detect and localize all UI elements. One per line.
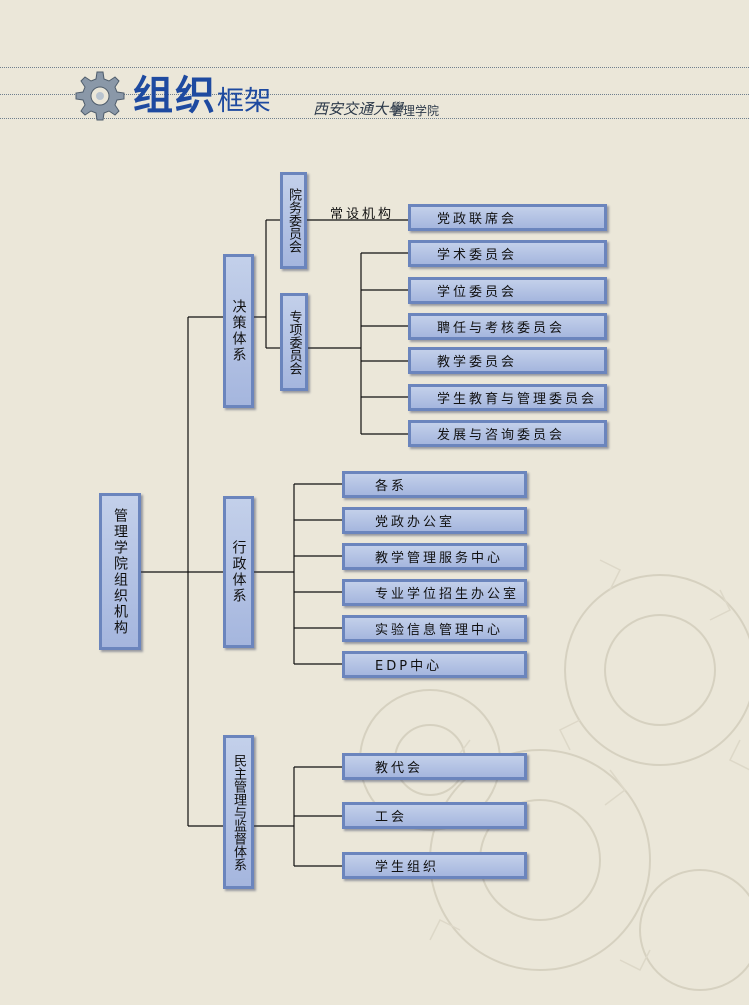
node-teaching-committee: 教学委员会 bbox=[408, 347, 607, 374]
node-decision-system: 决策体系 bbox=[223, 254, 254, 408]
header-rule-top bbox=[0, 67, 749, 68]
header-rule-bottom bbox=[0, 118, 749, 119]
node-edp-center: EDP中心 bbox=[342, 651, 527, 678]
node-party-admin-office: 党政办公室 bbox=[342, 507, 527, 534]
university-logotype: 西安交通大學 bbox=[313, 100, 404, 118]
node-degree-committee: 学位委员会 bbox=[408, 277, 607, 304]
node-staff-congress: 教代会 bbox=[342, 753, 527, 780]
page-subtitle: 框架 bbox=[217, 86, 271, 117]
node-academic-committee: 学术委员会 bbox=[408, 240, 607, 267]
node-admin-system: 行政体系 bbox=[223, 496, 254, 648]
page-title: 组织 bbox=[133, 73, 217, 119]
node-democratic-system: 民主管理与监督体系 bbox=[223, 735, 254, 889]
node-student-education-committee: 学生教育与管理委员会 bbox=[408, 384, 607, 411]
school-name: 管理学院 bbox=[391, 104, 440, 118]
standing-connector-label: 常设机构 bbox=[330, 207, 395, 222]
node-departments: 各系 bbox=[342, 471, 527, 498]
node-standing-committee: 院务委员会 bbox=[280, 172, 307, 269]
node-professional-degree-office: 专业学位招生办公室 bbox=[342, 579, 527, 606]
node-labor-union: 工会 bbox=[342, 802, 527, 829]
node-student-organizations: 学生组织 bbox=[342, 852, 527, 879]
node-special-committee: 专项委员会 bbox=[280, 293, 308, 391]
node-development-consulting-committee: 发展与咨询委员会 bbox=[408, 420, 607, 447]
node-root: 管理学院组织机构 bbox=[99, 493, 141, 650]
gear-icon bbox=[75, 71, 125, 121]
header-rule-middle bbox=[0, 94, 749, 95]
node-appointment-committee: 聘任与考核委员会 bbox=[408, 313, 607, 340]
node-party-joint-meeting: 党政联席会 bbox=[408, 204, 607, 231]
node-lab-info-center: 实验信息管理中心 bbox=[342, 615, 527, 642]
node-teaching-service-center: 教学管理服务中心 bbox=[342, 543, 527, 570]
